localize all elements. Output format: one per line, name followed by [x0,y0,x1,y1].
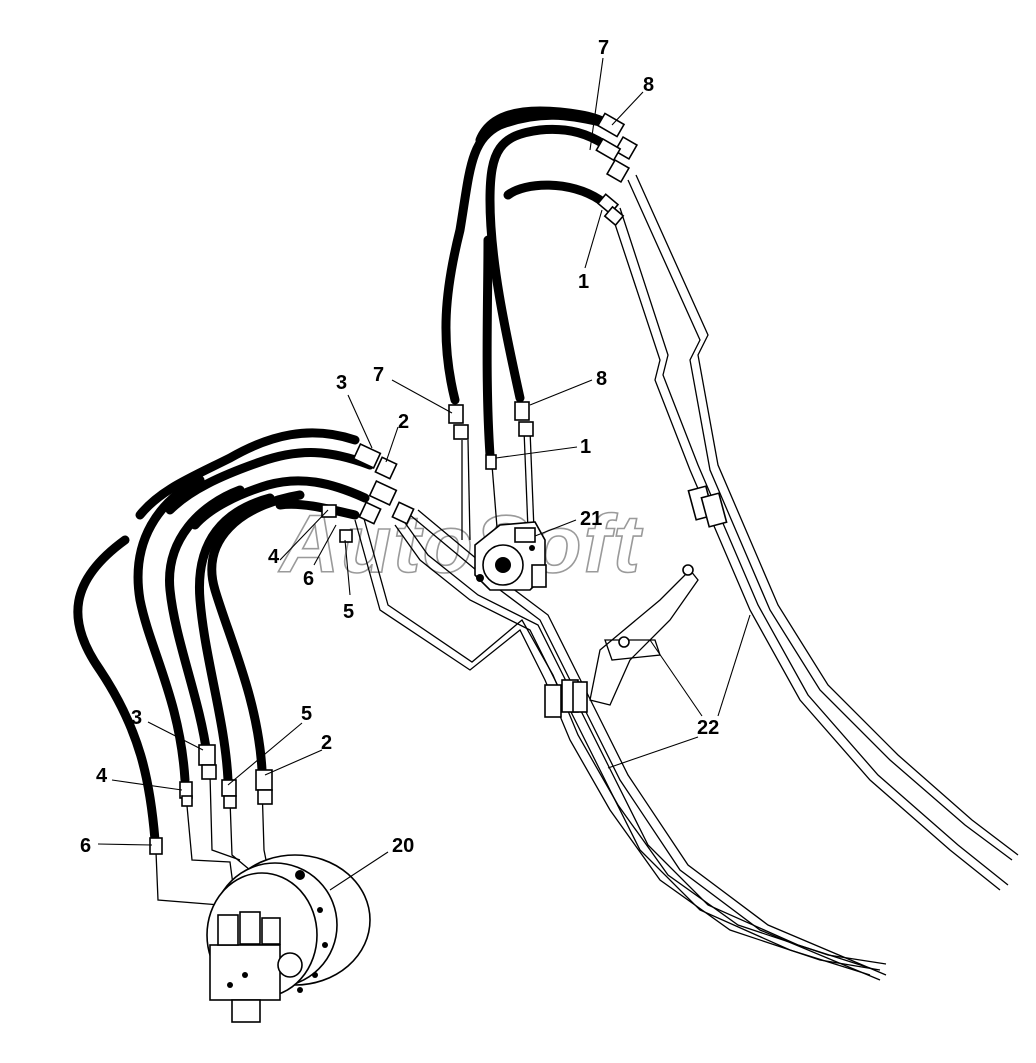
callout-20: 20 [392,835,414,857]
callout-upper-3: 3 [336,372,347,394]
travel-motor-20 [206,854,371,1023]
callout-upper-2: 2 [398,411,409,433]
hydraulic-motor-21 [474,521,547,591]
callout-upper-6: 6 [303,568,314,590]
hoses [73,106,617,845]
callout-21: 21 [580,508,602,530]
fittings [149,112,639,855]
callout-mid-7: 7 [373,364,384,386]
callout-top-8: 8 [643,74,654,96]
pipe-clamps [544,485,728,718]
callout-mid-1: 1 [580,436,591,458]
callout-top-1: 1 [578,271,589,293]
callout-22: 22 [697,717,719,739]
callout-lower-3: 3 [131,707,142,729]
callout-lower-4: 4 [96,765,108,787]
callout-upper-4: 4 [268,546,280,568]
callout-mid-8: 8 [596,368,607,390]
callout-labels: 7 8 1 7 8 1 21 3 2 4 6 5 3 5 2 4 6 20 22 [80,37,719,857]
callout-lower-6: 6 [80,835,91,857]
callout-lower-2: 2 [321,732,332,754]
leader-lines [97,57,751,891]
callout-lower-5: 5 [301,703,312,725]
callout-upper-5: 5 [343,601,354,623]
callout-top-7: 7 [598,37,609,59]
